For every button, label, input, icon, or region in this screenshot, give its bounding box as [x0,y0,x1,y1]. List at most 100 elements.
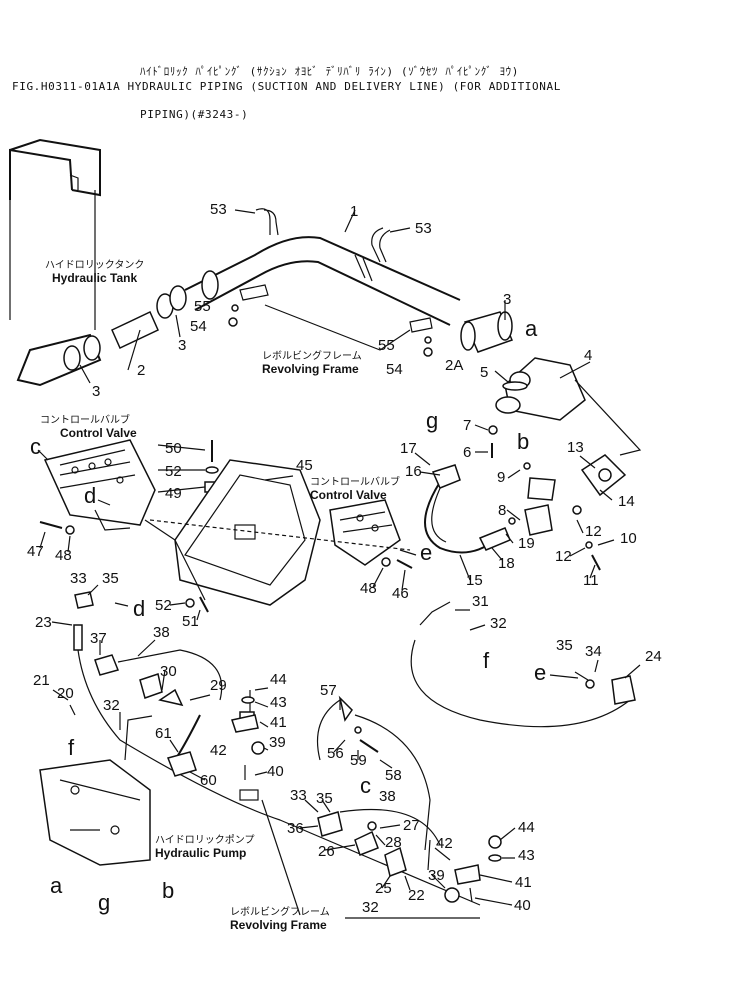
part-label: 32 [103,697,120,714]
part-label: 54 [386,361,403,378]
connection-letter: f [483,648,490,673]
bolt-46 [396,559,413,569]
part-label: 32 [362,899,379,916]
frame-leader-lower [261,799,301,916]
part-label: 39 [269,734,286,751]
control-valve-label: Control Valve [310,488,387,502]
dashed-leader [149,519,411,551]
part-label: 55 [194,298,211,315]
part-label: 9 [497,469,505,486]
frame-brackets [228,284,433,357]
tube-fitting [508,477,556,536]
connection-letter: a [525,316,538,341]
bolt-51 [199,596,209,613]
part-label: 37 [90,630,107,647]
part-label: 56 [327,745,344,762]
control-valve-label-jp: コントロールバルブ [40,413,130,426]
part-label: 35 [316,790,333,807]
flange-block [572,454,627,571]
part-label: 52 [155,597,172,614]
part-label: 31 [472,593,489,610]
part-label: 12 [585,523,602,540]
delivery-hose-57 [316,695,431,851]
figure-title-continued: PIPING)(#3243-) [140,108,249,121]
revolving-frame-label: Revolving Frame [230,918,327,932]
part-label: 11 [583,572,599,589]
part-label: 39 [428,867,445,884]
part-label: 6 [463,444,471,461]
part-label: 42 [436,835,453,852]
part-label: 53 [415,220,432,237]
part-label: 19 [518,535,535,552]
connection-letter: g [426,408,438,433]
part-label: 32 [490,615,507,632]
part-label: 43 [270,694,287,711]
part-label: 55 [378,337,395,354]
hydraulic-tank-label-jp: ハイドロリックタンク [45,259,144,271]
part-label: 12 [555,548,572,565]
control-valve-label-jp: コントロールバルブ [310,475,400,488]
part-label: 40 [267,763,284,780]
part-label: 59 [350,752,367,769]
part-label: 42 [210,742,227,759]
mounting-bracket [144,459,321,606]
part-label: 38 [379,788,396,805]
part-label: 3 [92,383,100,400]
connection-letter: a [50,873,63,898]
part-label: 26 [318,843,335,860]
part-label: 15 [466,572,483,589]
connection-letter: d [133,596,145,621]
part-label: 52 [165,463,182,480]
part-label: 36 [287,820,304,837]
part-label: 50 [165,440,182,457]
fitting-stack-upper [231,690,265,801]
part-label: 2 [137,362,145,379]
part-label: 13 [567,439,584,456]
leader-lines [37,209,641,906]
part-label: 46 [392,585,409,602]
part-label: 58 [385,767,402,784]
flange-and-bolts [488,381,531,470]
connection-letter: d [84,483,96,508]
connection-letters: a a b b c c d d e e f f g g [30,316,546,915]
connection-letter: c [360,773,371,798]
connection-letter: e [534,660,546,685]
japanese-title: ﾊｲﾄﾞﾛﾘｯｸ ﾊﾟｲﾋﾟﾝｸﾞ (ｻｸｼｮﾝ ｵﾖﾋﾞ ﾃﾞﾘﾊﾞﾘ ﾗｲﾝ… [140,65,519,78]
suction-hose-2a [460,311,514,353]
part-label: 38 [153,624,170,641]
part-label: 23 [35,614,52,631]
part-label: 27 [403,817,420,834]
part-label: 24 [645,648,662,665]
part-label: 43 [518,847,535,864]
washer-48-right [381,557,391,567]
part-label: 21 [33,672,50,689]
control-valve-left [43,439,156,531]
part-label: 8 [498,502,506,519]
connection-letter: b [517,429,529,454]
part-label: 30 [160,663,177,680]
hydraulic-pump [39,715,153,866]
part-label: 48 [55,547,72,564]
connection-letter: c [30,434,41,459]
part-label: 18 [498,555,515,572]
u-bolts [255,208,391,263]
bolt-47 [39,521,63,529]
part-label: 7 [463,417,471,434]
part-label: 41 [515,874,532,891]
hydraulic-pump-label: Hydraulic Pump [155,846,246,860]
control-valve-label: Control Valve [60,426,137,440]
part-label: 49 [165,485,182,502]
washer-48-left [65,525,75,535]
figure-title: FIG.H0311-01A1A HYDRAULIC PIPING (SUCTIO… [12,80,561,93]
part-label: 29 [210,677,227,694]
part-label: 22 [408,887,425,904]
component-labels: ハイドロリックタンク Hydraulic Tank レボルビングフレーム Rev… [40,259,400,932]
hydraulic-tank [9,138,102,387]
fitting-stack-lower [427,835,502,903]
part-label: 14 [618,493,635,510]
part-label: 33 [290,787,307,804]
part-label: 35 [556,637,573,654]
fittings-lower-center [317,808,441,878]
